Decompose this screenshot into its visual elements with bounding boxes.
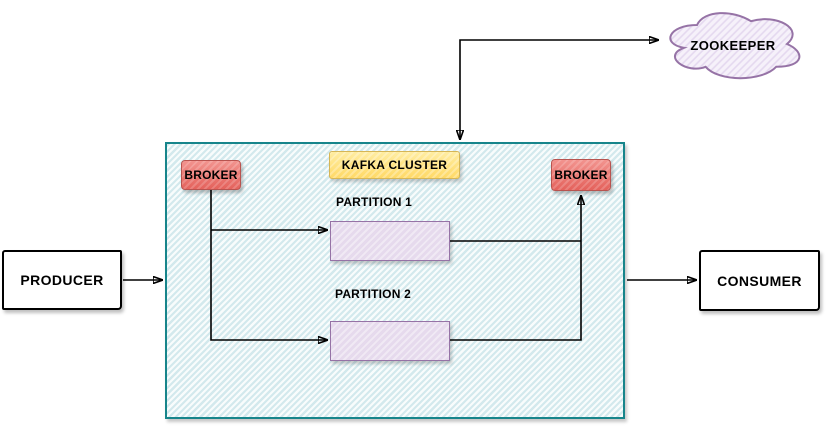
partition2-label: PARTITION 2 — [335, 287, 411, 301]
producer-node: PRODUCER — [2, 250, 122, 310]
partition2-node — [330, 321, 450, 361]
connector-broker1-partition2 — [210, 190, 327, 340]
broker-left-label: BROKER — [184, 168, 238, 182]
broker-node-left: BROKER — [181, 160, 241, 190]
consumer-node: CONSUMER — [699, 250, 820, 311]
partition1-node — [330, 221, 450, 261]
kafka-cluster-label: KAFKA CLUSTER — [329, 151, 460, 179]
kafka-cluster-container — [165, 142, 625, 419]
cloud-shape: ZOOKEEPER — [669, 12, 801, 80]
broker-right-label: BROKER — [554, 168, 608, 182]
zookeeper-cloud: ZOOKEEPER — [669, 12, 801, 80]
producer-label: PRODUCER — [20, 272, 104, 288]
partition1-label: PARTITION 1 — [336, 195, 412, 209]
kafka-cluster-label-text: KAFKA CLUSTER — [341, 158, 448, 172]
zookeeper-label: ZOOKEEPER — [690, 38, 775, 53]
connector-cluster-zookeeper — [460, 40, 658, 139]
connector-partition2-broker2 — [450, 196, 581, 341]
consumer-label: CONSUMER — [717, 272, 802, 289]
broker-node-right: BROKER — [551, 159, 611, 191]
